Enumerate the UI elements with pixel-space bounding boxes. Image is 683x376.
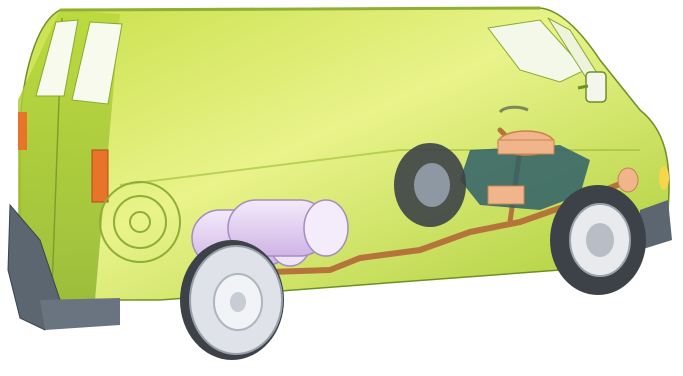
mid-wheel-icon [394,143,466,227]
front-wheel-icon [550,185,646,295]
rear-wheel-icon [180,240,284,360]
headlight [659,166,669,190]
taillight-lower [92,150,108,202]
taillight-upper [18,112,27,150]
